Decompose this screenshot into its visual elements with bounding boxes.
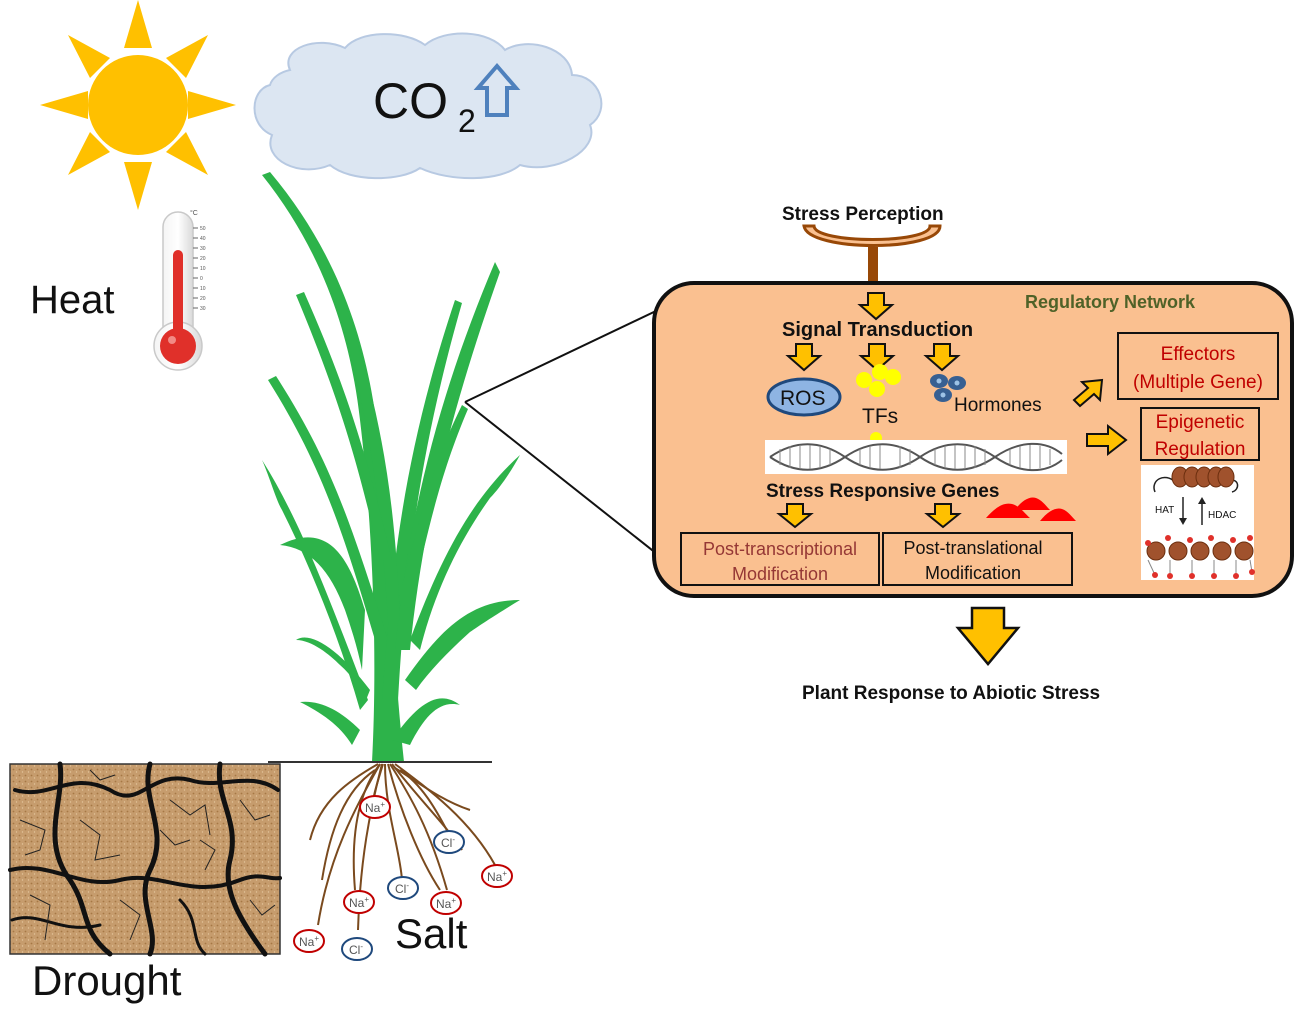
transcription-factor-icon xyxy=(856,364,901,397)
salt-label: Salt xyxy=(395,910,468,957)
diagonal-arrow-icon xyxy=(1072,378,1104,408)
effectors-line2: (Multiple Gene) xyxy=(1133,372,1263,393)
hdac-label: HDAC xyxy=(1208,510,1236,521)
thermometer-tick-label: 30 xyxy=(200,306,206,312)
thermometer-tick-label: 20 xyxy=(200,256,206,262)
thermometer-tick-label: 40 xyxy=(200,236,206,242)
thermometer-tick-label: 10 xyxy=(200,266,206,272)
svg-text:Cl-: Cl- xyxy=(441,835,455,850)
stress-perception-label: Stress Perception xyxy=(782,204,944,225)
down-arrow-icon xyxy=(776,503,814,529)
na-ion-badge: Na+ xyxy=(293,929,325,953)
post-transcriptional-box xyxy=(680,532,880,586)
co2-label: CO xyxy=(373,73,448,129)
regulatory-network-title: Regulatory Network xyxy=(1025,292,1196,312)
drought-label: Drought xyxy=(32,957,182,1004)
thermometer-tick-label: 20 xyxy=(200,296,206,302)
thermometer-unit: °C xyxy=(190,209,198,217)
effectors-line1: Effectors xyxy=(1161,344,1236,365)
cl-ion-badge: Cl- xyxy=(341,937,373,961)
down-arrow-icon xyxy=(923,343,961,372)
hat-label: HAT xyxy=(1155,505,1174,516)
co2-subscript: 2 xyxy=(458,103,476,139)
thermometer-tick-label: 10 xyxy=(200,286,206,292)
down-arrow-icon xyxy=(924,503,962,529)
cloud-icon xyxy=(253,32,603,180)
signal-transduction-label: Signal Transduction xyxy=(782,319,973,341)
svg-text:Na+: Na+ xyxy=(349,895,369,910)
post-translational-box xyxy=(882,532,1073,586)
thermometer-tick-label: 0 xyxy=(200,276,203,282)
plant-response-label: Plant Response to Abiotic Stress xyxy=(802,683,1100,704)
roots-icon xyxy=(309,763,496,931)
thermometer-tick-label: 30 xyxy=(200,246,206,252)
tfs-label: TFs xyxy=(862,405,898,428)
svg-text:Cl-: Cl- xyxy=(395,881,409,896)
output-arrow-icon xyxy=(955,606,1021,666)
down-arrow-icon xyxy=(857,292,895,321)
na-ion-badge: Na+ xyxy=(343,890,375,914)
thermometer-tick-label: 50 xyxy=(200,226,206,232)
receptor-icon xyxy=(802,224,942,287)
co2-rising-arrow-icon xyxy=(473,62,521,117)
svg-text:Na+: Na+ xyxy=(299,934,319,949)
hormones-label: Hormones xyxy=(954,395,1042,416)
stress-responsive-genes-label: Stress Responsive Genes xyxy=(766,481,999,502)
post-transcriptional-line2: Modification xyxy=(732,564,828,584)
right-arrow-icon xyxy=(1086,423,1128,457)
hormone-icon xyxy=(930,374,966,402)
down-arrow-icon xyxy=(785,343,823,372)
epigenetic-box xyxy=(1140,407,1260,461)
heat-label: Heat xyxy=(30,278,115,322)
post-transcriptional-line1: Post-transcriptional xyxy=(703,539,857,559)
cracked-soil-image xyxy=(8,761,282,957)
ros-ellipse xyxy=(766,377,842,417)
ros-label: ROS xyxy=(780,387,826,410)
svg-text:Na+: Na+ xyxy=(436,896,456,911)
sun-icon xyxy=(40,0,236,210)
effectors-box xyxy=(1117,332,1279,400)
epigenetic-line2: Regulation xyxy=(1155,439,1246,460)
svg-text:Na+: Na+ xyxy=(365,800,385,815)
thermometer-icon xyxy=(153,211,203,371)
cl-ion-badge: Cl- xyxy=(387,876,419,900)
post-translational-line2: Modification xyxy=(925,563,1021,583)
protein-icon xyxy=(986,497,1076,521)
chromatin-histone-icon xyxy=(1141,465,1255,580)
na-ion-badge: Na+ xyxy=(430,891,462,915)
epigenetic-line1: Epigenetic xyxy=(1156,412,1245,433)
post-translational-line1: Post-translational xyxy=(903,538,1042,558)
na-ion-badge: Na+ xyxy=(481,864,513,888)
down-arrow-icon xyxy=(858,343,896,372)
svg-text:Na+: Na+ xyxy=(487,869,507,884)
wheat-plant-icon xyxy=(262,172,520,762)
na-ion-badge: Na+ xyxy=(359,795,391,819)
ion-list: Na+ Cl- Cl- Na+ Na+ Na+ Na+ Cl- xyxy=(293,795,513,961)
cl-ion-badge: Cl- xyxy=(433,830,465,854)
dna-helix-icon xyxy=(765,440,1067,474)
svg-text:Cl-: Cl- xyxy=(349,942,363,957)
